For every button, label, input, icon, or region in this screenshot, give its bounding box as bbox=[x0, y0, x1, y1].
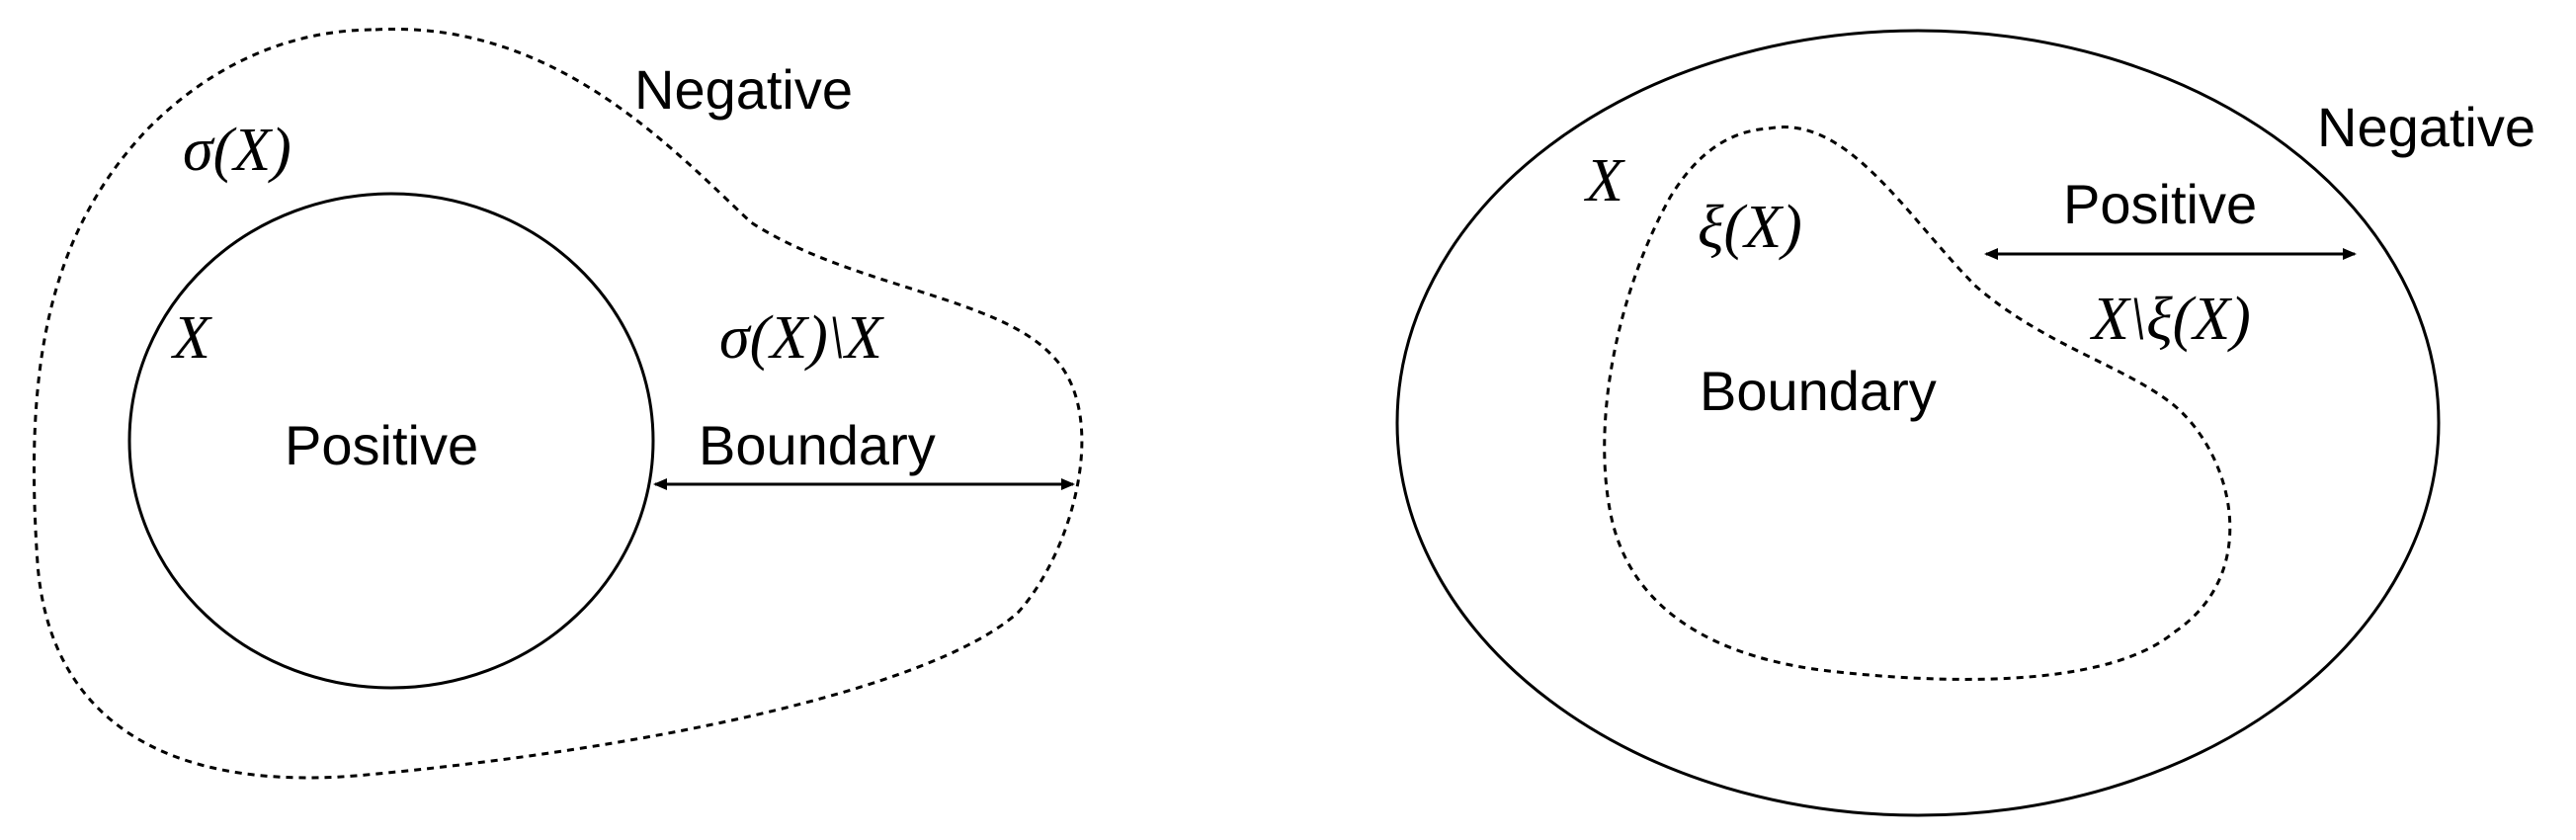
left-diagram: Negative σ(X) X Positive σ(X)\X Boundary bbox=[32, 27, 1084, 780]
right-diagram: Negative X ξ(X) Positive X\ξ(X) Boundary bbox=[1395, 29, 2535, 817]
left-sigma-x-label: σ(X) bbox=[183, 117, 291, 184]
right-xi-dotted-boundary bbox=[1603, 126, 2232, 681]
right-boundary-label: Boundary bbox=[1700, 360, 1937, 422]
right-x-label: X bbox=[1583, 147, 1625, 214]
left-sigma-dotted-boundary bbox=[32, 27, 1084, 780]
right-positive-label: Positive bbox=[2063, 173, 2257, 235]
right-xi-x-label: ξ(X) bbox=[1698, 194, 1802, 261]
left-x-circle bbox=[127, 192, 655, 690]
right-difference-label: X\ξ(X) bbox=[2089, 286, 2251, 353]
left-difference-label: σ(X)\X bbox=[719, 304, 884, 372]
right-negative-label: Negative bbox=[2317, 96, 2535, 158]
left-positive-label: Positive bbox=[285, 414, 478, 476]
left-boundary-label: Boundary bbox=[699, 414, 936, 476]
right-x-ellipse bbox=[1395, 29, 2441, 817]
left-x-label: X bbox=[170, 304, 212, 372]
left-negative-label: Negative bbox=[634, 58, 853, 121]
